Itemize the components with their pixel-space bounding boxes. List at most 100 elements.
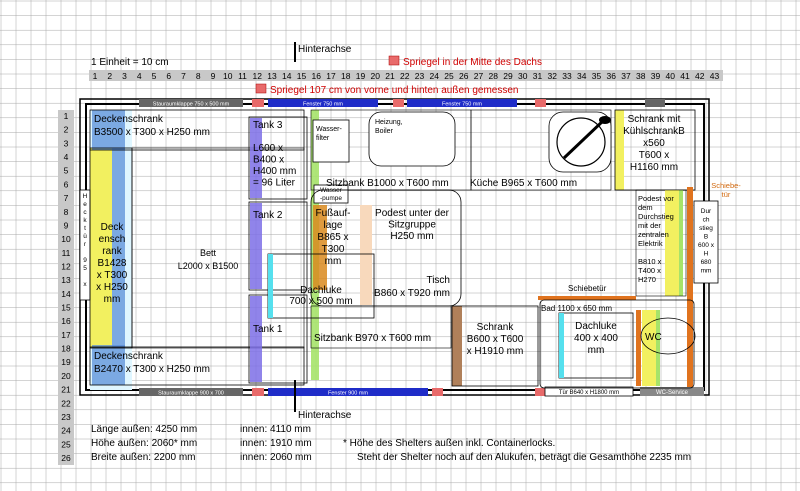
bett-line: Bett xyxy=(200,248,217,258)
fussauflage-line: B865 x xyxy=(317,232,348,243)
deckenschrank-blue-bottom xyxy=(92,345,125,385)
column-number: 23 xyxy=(415,71,425,81)
heckschrank-line: Deck xyxy=(101,222,125,233)
column-number: 11 xyxy=(238,71,247,81)
row-number: 19 xyxy=(61,357,71,367)
dachluke-left-cyan xyxy=(268,254,273,318)
spriegel-bottom-3 xyxy=(535,388,546,396)
durchstieg-line: 600 x xyxy=(698,242,715,249)
footer-note: * Höhe des Shelters außen inkl. Containe… xyxy=(343,438,555,449)
column-number: 9 xyxy=(211,71,216,81)
heizung-boiler xyxy=(368,111,456,167)
column-number: 4 xyxy=(137,71,142,81)
wasserpumpe-label: Wasser-pumpe xyxy=(320,187,343,202)
hecktuer-letter: 5 xyxy=(83,265,87,272)
tank1 xyxy=(248,294,308,384)
wc-yellow xyxy=(642,310,656,386)
durchstieg xyxy=(693,200,719,284)
heckschrank-line: mm xyxy=(104,294,121,305)
column-number: 33 xyxy=(562,71,572,81)
row-number: 2 xyxy=(64,125,69,135)
sitzbank-top-label: Sitzbank B1000 x T600 mm xyxy=(326,178,449,189)
column-number: 13 xyxy=(267,71,277,81)
row-number: 23 xyxy=(61,412,71,422)
tisch-line: B860 x T920 mm xyxy=(374,288,450,299)
row-number: 24 xyxy=(61,426,71,436)
tank1-fill xyxy=(250,296,262,382)
row-number: 21 xyxy=(61,385,71,395)
row-number: 6 xyxy=(64,179,69,189)
hecktuer-letter: c xyxy=(83,209,87,216)
schrank-mid-line: Schrank xyxy=(477,322,515,333)
column-number: 18 xyxy=(341,71,351,81)
hecktuer-letter: k xyxy=(83,217,87,224)
hecktuer-letter: r xyxy=(84,241,87,248)
tank3-line: B400 x xyxy=(253,155,284,166)
fussauflage-line: mm xyxy=(325,256,342,267)
deckenschrank-bottom-line: B2470 x T300 x H250 mm xyxy=(94,364,210,375)
column-number: 6 xyxy=(166,71,171,81)
row-number: 20 xyxy=(61,371,71,381)
schiebetuer-right-line: Schiebe- xyxy=(711,181,741,190)
tank2-fill xyxy=(250,203,262,289)
heckschrank-line: rank xyxy=(102,246,122,257)
podest-line: H250 mm xyxy=(390,231,433,242)
row-number: 1 xyxy=(64,111,69,121)
column-number: 21 xyxy=(385,71,395,81)
legend-swatch-1 xyxy=(388,55,400,66)
stauraum-top xyxy=(139,99,243,107)
podest-line: Sitzgruppe xyxy=(388,220,436,231)
schrank-mid xyxy=(451,305,539,387)
spriegel-top-3 xyxy=(535,99,546,107)
kueche-label: Küche B965 x T600 mm xyxy=(470,178,577,189)
wc-door-bar xyxy=(636,310,641,386)
column-number: 42 xyxy=(695,71,705,81)
schrank-brown xyxy=(452,306,462,386)
durchstieg-line: H xyxy=(704,251,709,258)
deckenschrank-bottom-box xyxy=(89,346,305,386)
column-number: 36 xyxy=(607,71,617,81)
row-number: 17 xyxy=(61,330,71,340)
row-number: 9 xyxy=(64,220,69,230)
scale-label: 1 Einheit = 10 cm xyxy=(91,57,169,68)
column-number: 41 xyxy=(680,71,690,81)
kuehlschrank-line: Schrank mit xyxy=(628,114,681,125)
schiebetuer-right-line: tür xyxy=(722,190,731,199)
stauraum-top-label: Stauraumklappe 750 x 500 mm xyxy=(153,102,230,108)
top-vent xyxy=(645,99,665,107)
column-number: 12 xyxy=(253,71,263,81)
faucet-icon xyxy=(562,118,606,160)
podest-durchstieg xyxy=(635,189,687,297)
column-number: 38 xyxy=(636,71,646,81)
spriegel-bottom-1 xyxy=(252,388,264,396)
podest-line: Podest unter der xyxy=(375,208,450,219)
column-number: 37 xyxy=(621,71,631,81)
podest-durchstieg-line: Durchstieg xyxy=(638,212,674,221)
heckschrank-yellow xyxy=(90,148,112,348)
kuehlschrank-line: T600 x xyxy=(639,150,670,161)
heizung-line: Heizung, xyxy=(375,119,403,126)
durchstieg-line: 680 xyxy=(701,259,712,266)
hecktuer-letter: e xyxy=(83,201,87,208)
wasserfilter-line: filter xyxy=(316,135,330,142)
schiebetuer-right-label: Schiebe-tür xyxy=(711,181,741,199)
column-header-bar xyxy=(89,70,723,81)
column-number: 7 xyxy=(181,71,186,81)
deckenschrank-blue-top xyxy=(92,110,125,150)
wasserpumpe-line: Wasser xyxy=(320,187,343,194)
deckenschrank-top-line: Deckenschrank xyxy=(94,114,164,125)
kuehlschrank-line: KühlschrankB xyxy=(623,126,685,137)
column-number: 1 xyxy=(93,71,98,81)
tuer xyxy=(544,386,634,397)
spriegel-top-1 xyxy=(252,99,264,107)
wc-green xyxy=(656,310,660,386)
